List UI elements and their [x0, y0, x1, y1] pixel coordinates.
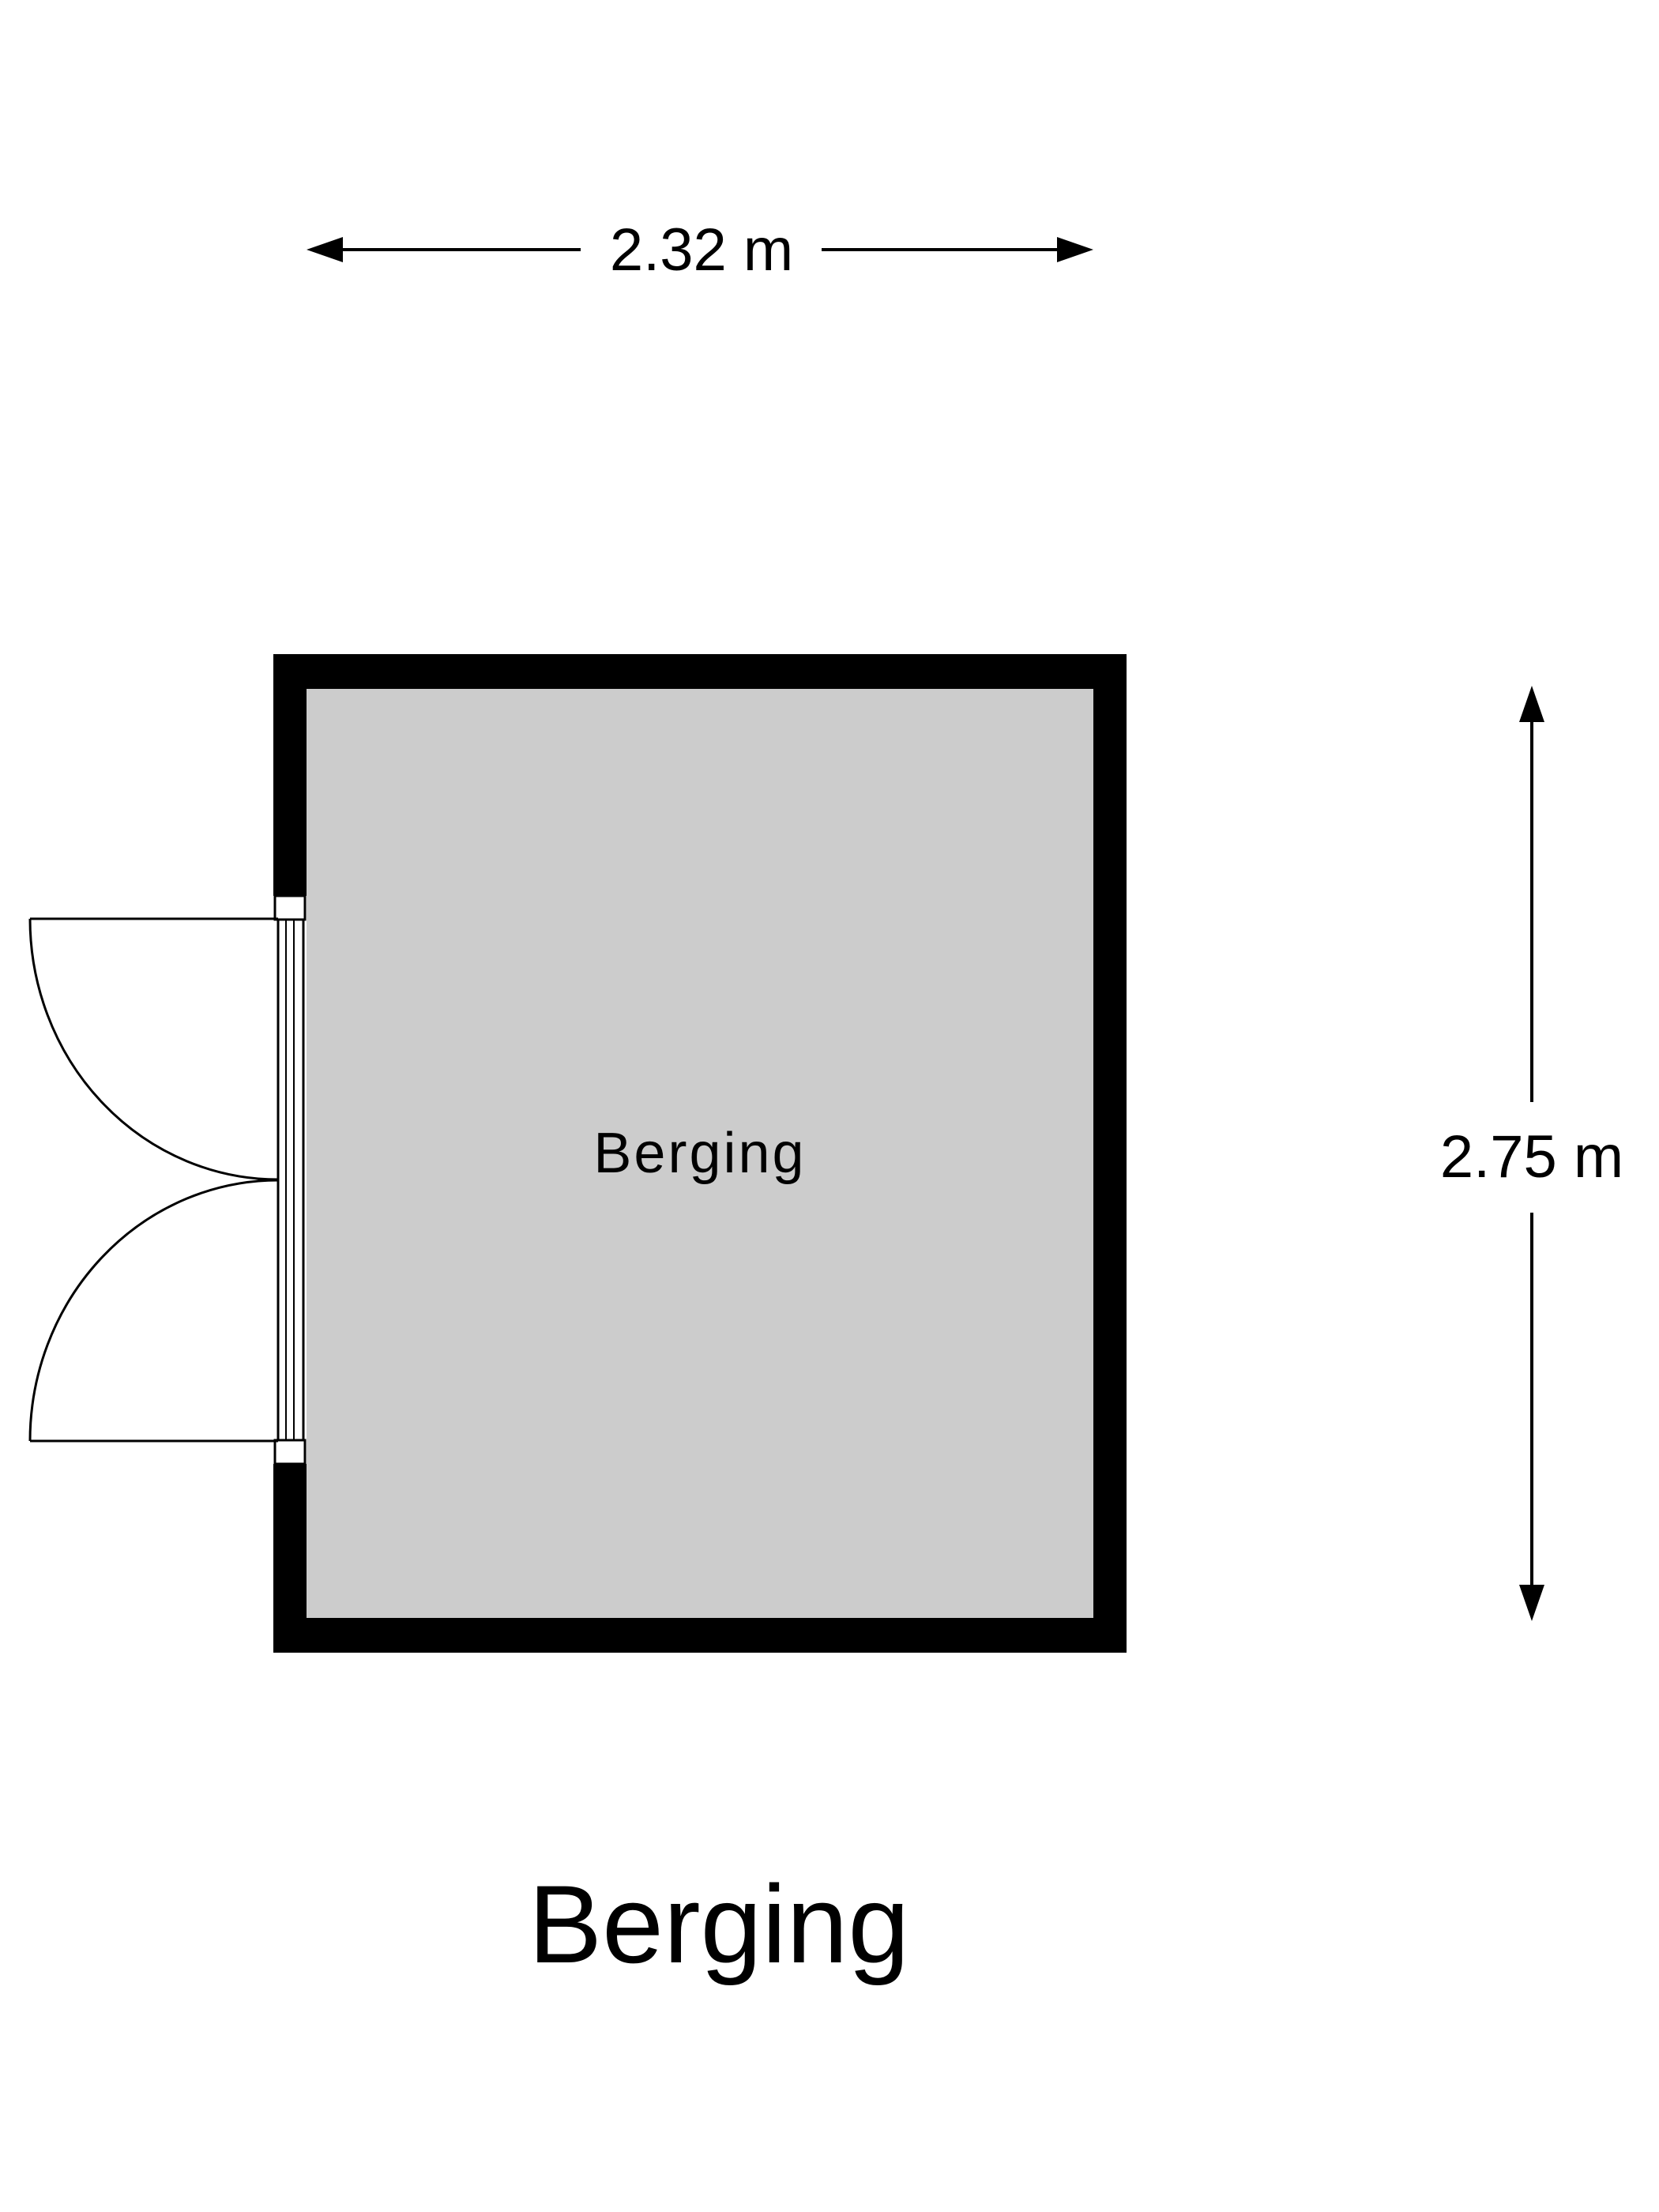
- door-jamb-top: [273, 894, 307, 921]
- door-frame: [273, 894, 307, 1465]
- wall-bottom: [273, 1618, 1127, 1653]
- wall-left-lower: [273, 1464, 307, 1653]
- door-swing-upper: [28, 918, 279, 1181]
- width-dimension: 2.32 m: [307, 216, 1093, 284]
- walls: [273, 654, 1127, 1653]
- width-dimension-label: 2.32 m: [610, 216, 793, 284]
- arrow-left-icon: [307, 237, 343, 262]
- wall-left-upper: [273, 654, 307, 896]
- double-door: [28, 917, 279, 1443]
- plan-title: Berging: [529, 1862, 910, 1986]
- arrow-up-icon: [1519, 686, 1544, 722]
- room-floor: [307, 689, 1093, 1618]
- room-label: Berging: [593, 1122, 806, 1185]
- depth-dimension: 2.75 m: [1440, 686, 1623, 1621]
- door-swing-lower: [28, 1179, 279, 1442]
- wall-top: [273, 654, 1127, 689]
- door-jamb-bottom: [273, 1439, 307, 1465]
- depth-dimension-label: 2.75 m: [1440, 1123, 1623, 1191]
- arrow-right-icon: [1057, 237, 1093, 262]
- arrow-down-icon: [1519, 1585, 1544, 1621]
- wall-right: [1093, 654, 1127, 1653]
